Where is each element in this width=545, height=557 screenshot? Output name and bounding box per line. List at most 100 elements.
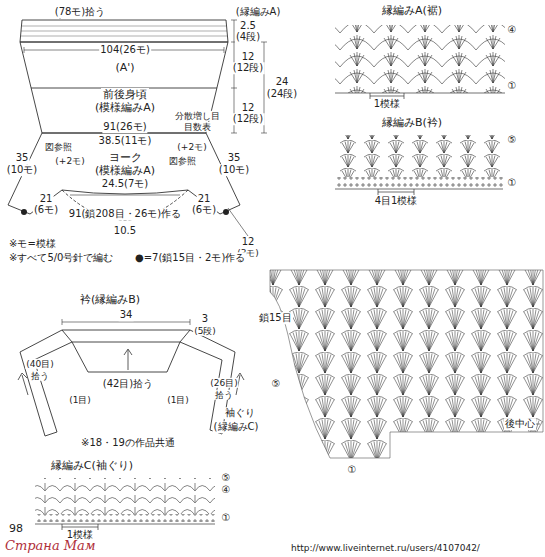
text-row: (模様編みA) [75,164,175,177]
label-text: (78モ)拾う [54,6,107,18]
label-text: ① [221,512,232,524]
width-dimension [70,195,180,196]
label-text: 縁編みB(衿) [381,117,443,130]
label-text: (1目) [166,395,190,405]
label-text: 98 [8,523,24,536]
label-text: (12段) [232,113,265,125]
stitch-repeat [335,177,503,187]
piece-heading: (A') [113,61,136,74]
label-text: 10.5 [113,225,137,237]
label-text: ⑤ [507,134,518,146]
label-text: ④ [507,24,518,36]
text-row: 前後身頃 [65,88,185,101]
chart-edging-b [335,135,503,195]
neck-line [72,342,180,372]
label-text: 38.5(11モ) [98,135,153,147]
label-text: 91(鎖208目・26モ)作る [68,208,182,220]
text-row: (A') [65,61,185,88]
label-text: ●=7(鎖15目・2モ)作る [134,252,246,264]
label-text: 分散増し目 [174,111,221,121]
label-text: 24 [275,76,290,88]
direction-arrow [18,373,28,395]
label-text: (+2モ) [176,142,207,152]
piece-heading: ヨーク [107,151,144,164]
label-text: (12段) [232,62,265,74]
label-text: ④ [221,484,232,496]
stitch-repeat [35,478,215,514]
label-text: ⑤ [271,378,282,390]
label-text: 鎖15目 [258,312,293,324]
piece-text: 前後身頃 [101,88,149,101]
direction-arrow [124,349,132,370]
watermark: Страна Мам [4,539,97,554]
repeat-bracket [335,189,503,195]
label-text: 35 [227,152,242,164]
label-text: (42目)拾う [102,378,155,390]
label-text: 縁編みC(袖ぐり) [50,460,134,473]
label-text: (5段) [193,326,217,336]
label-text: 2.5 [239,20,257,32]
piece-text: (模様編みA) [93,164,157,177]
foundation-chain [62,190,188,220]
label-text: 104(26モ) [99,44,151,56]
hem-band [20,20,228,42]
repeat-bracket [35,524,215,530]
label-text: (+2モ) [54,156,85,166]
label-text: 24.5(7モ) [101,178,149,190]
label-text: 91(26モ) [102,121,147,133]
stitch-repeat [35,514,215,522]
chain-dot [223,209,229,215]
label-text: 1模様 [373,98,401,110]
label-text: (4段) [235,31,261,43]
yoke-schematic [8,133,248,236]
neck-band [62,330,190,342]
body-outline [20,42,228,133]
stitch-repeat [335,25,505,93]
yoke-chart [268,268,545,460]
label-text: (40目) [25,359,54,369]
label-text: 衿(縁編みB) [79,294,141,307]
label-text: (6モ) [191,204,217,216]
leader-line [228,208,248,236]
stitch-repeat [268,268,545,460]
collar-schematic [18,319,244,436]
label-text: 12 [241,102,256,114]
label-text: 縁編みA(裾) [381,5,443,18]
label-text: 袖ぐり [224,407,256,419]
label-text: (1目) [68,395,92,405]
label-text: (10モ) [6,164,39,176]
label-text: (6モ) [33,204,59,216]
pattern-piece: (A') 前後身頃(模様編みA) [65,61,185,115]
label-text: 35 [15,152,30,164]
label-text: 拾う [214,390,234,400]
label-text: 21 [197,193,212,205]
label-text: ⑤ [221,472,232,484]
label-text: (24段) [266,88,299,100]
label-text: 12 [241,236,256,248]
label-text: ※モ=模様 [8,238,57,250]
yoke-outline [8,133,240,214]
label-text: 4目1模様 [374,195,419,207]
text-row: ヨーク [75,151,175,164]
label-text: ※18・19の作品共通 [80,437,176,449]
label-text: 拾う [30,371,50,381]
label-text: 34 [119,309,134,321]
text-row: (模様編みA) [65,101,185,114]
chart-outline [270,270,543,458]
label-text: 目数表 [183,122,212,132]
label-text: (縁編みA) [235,6,282,18]
label-text: 21 [39,193,54,205]
label-text: (26目) [209,378,238,388]
label-text: 図参照 [168,156,197,166]
label-text: ① [507,80,518,92]
band-rows [21,26,227,36]
label-text: 12 [241,51,256,63]
chain-dot [21,209,27,215]
label-text: ① [507,177,518,189]
label-text: ① [347,464,358,476]
label-text: ※すべて5/0号針で編む [8,252,114,264]
label-text: 図参照 [44,142,73,152]
chart-edging-c [35,478,215,530]
